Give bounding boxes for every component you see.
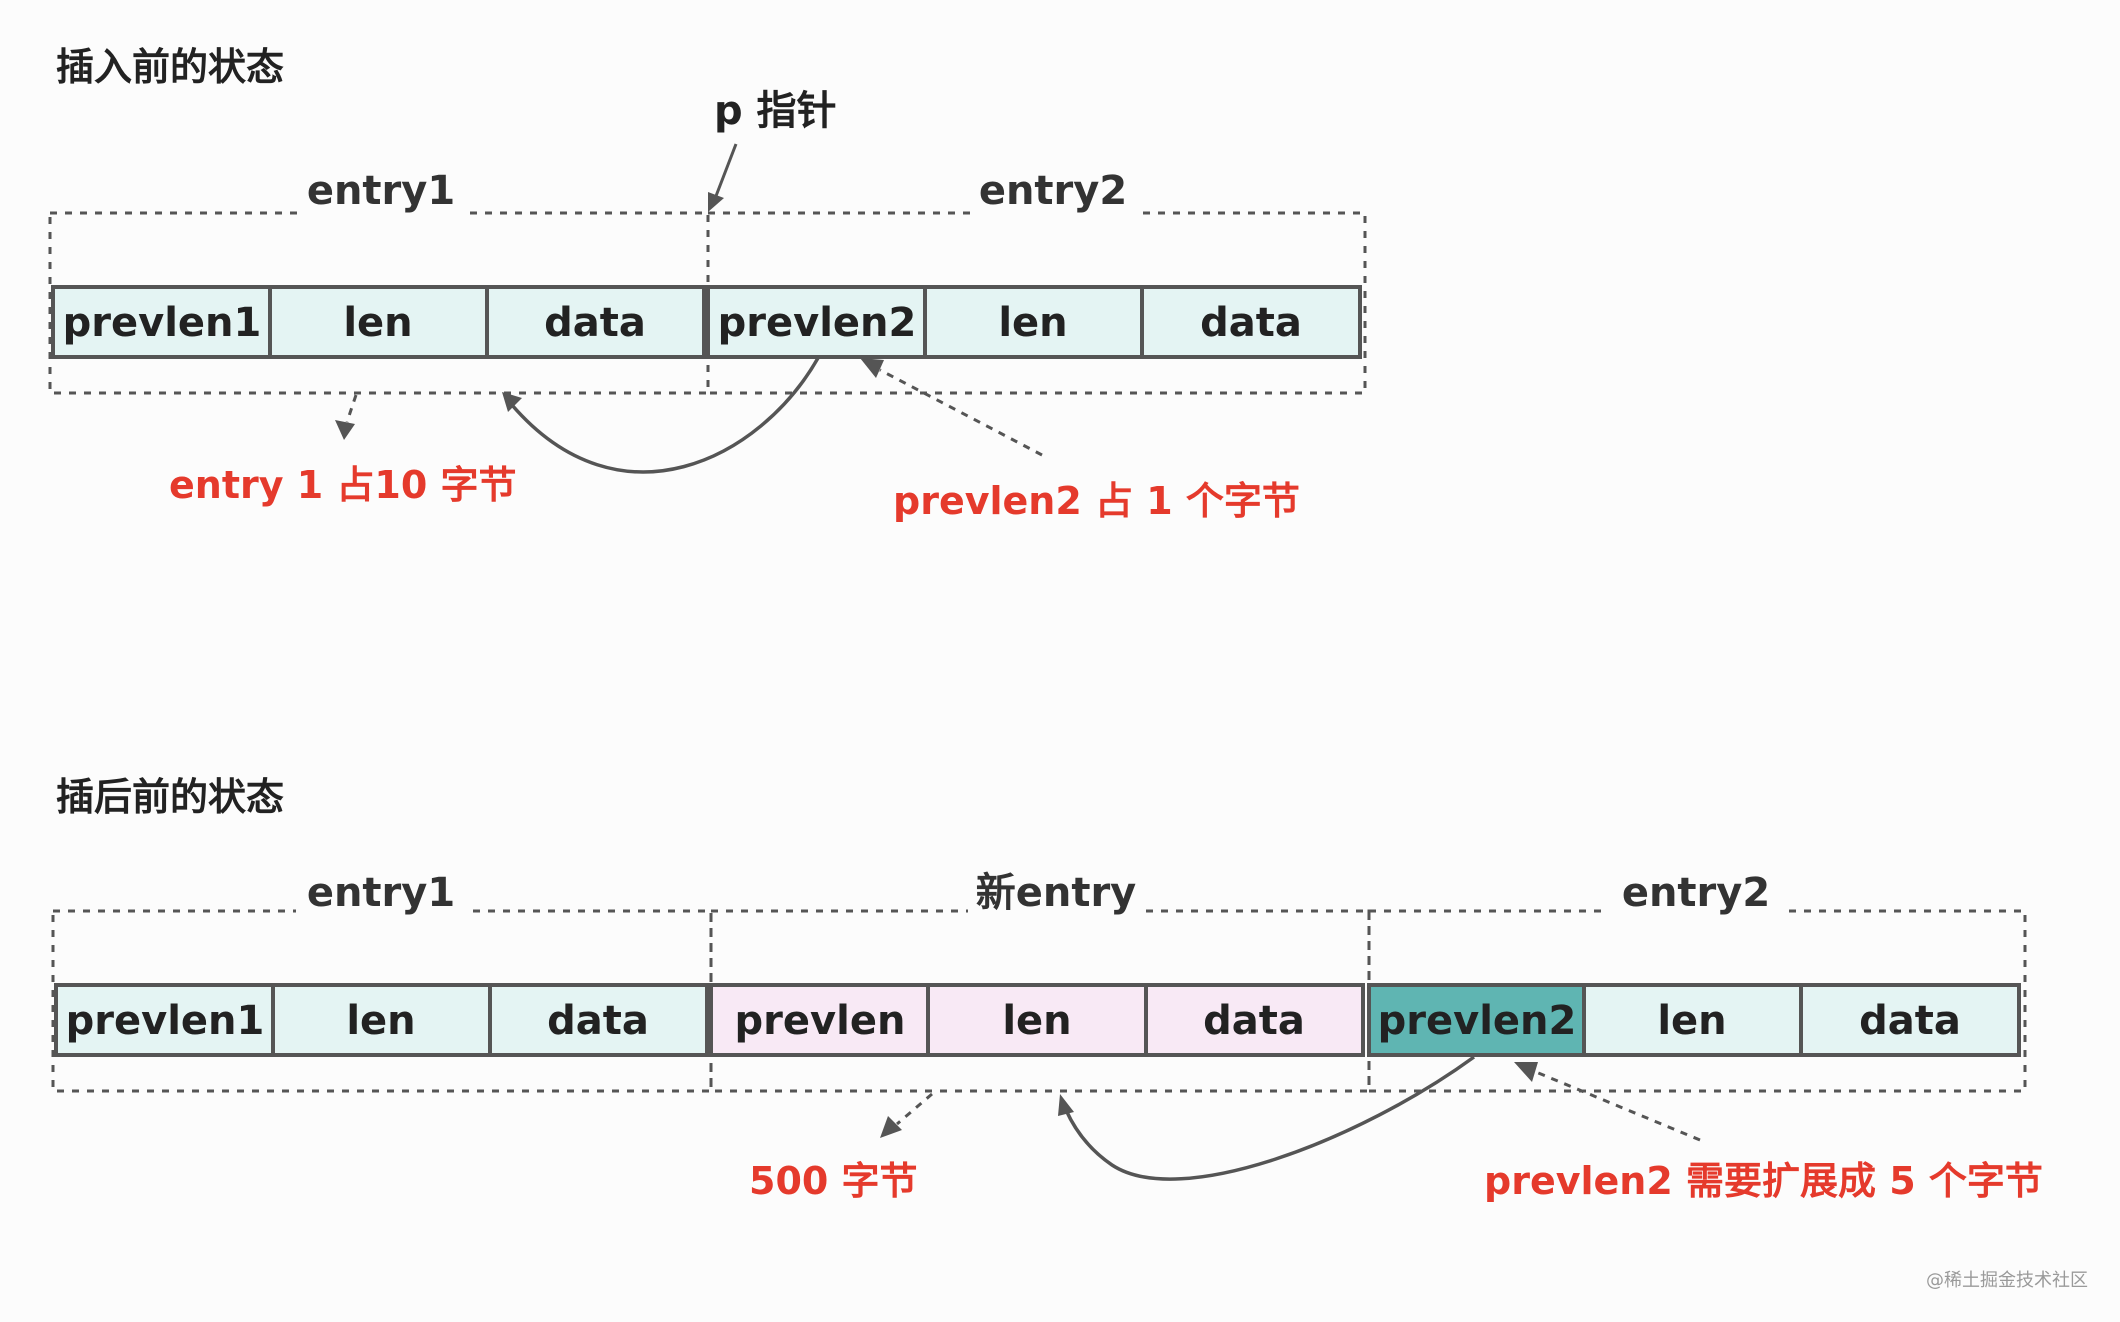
after-cell-len-2 — [1582, 983, 1803, 1057]
before-heading: 插入前的状态 — [56, 45, 284, 89]
after-entry1-label-bg — [296, 893, 468, 927]
after-cell-new-data — [1144, 983, 1365, 1057]
pointer-arrow-head — [708, 192, 724, 212]
after-entry2-label: entry2 — [1622, 870, 1770, 916]
after-new-entry-size-note: 500 字节 — [749, 1159, 918, 1203]
after-cell-prevlen2-label: prevlen2 — [1378, 998, 1577, 1044]
after-prevlen2-backref-arrow-head — [1058, 1094, 1074, 1116]
pointer-arrow — [714, 143, 738, 197]
after-prevlen2-expand-note: prevlen2 需要扩展成 5 个字节 — [1484, 1159, 2043, 1203]
before-cell-len-2-label: len — [998, 300, 1067, 346]
before-entry1-label: entry1 — [307, 168, 455, 214]
before-cell-prevlen2 — [706, 285, 927, 359]
after-cell-len-1-label: len — [346, 998, 415, 1044]
after-new-entry-label: 新entry — [976, 870, 1137, 916]
before-cells-row: prevlen1 len data prevlen2 len data — [51, 285, 1362, 359]
before-entry1-note-arrow — [345, 394, 358, 423]
before-cell-data-1 — [485, 285, 706, 359]
before-cell-prevlen1-label: prevlen1 — [63, 300, 262, 346]
after-cell-new-len-label: len — [1002, 998, 1071, 1044]
before-prevlen2-backref-arrow-head — [502, 392, 522, 412]
after-cells-row: prevlen1 len data prevlen len data prevl… — [54, 983, 2021, 1057]
after-cell-data-1 — [488, 983, 709, 1057]
before-cell-prevlen1 — [51, 285, 272, 359]
after-new-entry-note-arrow-head — [880, 1116, 902, 1138]
after-cell-new-prevlen-label: prevlen — [735, 998, 906, 1044]
before-entry2-label-bg — [970, 195, 1140, 229]
before-cell-len-1-label: len — [343, 300, 412, 346]
before-entry1-note-arrow-head — [335, 420, 355, 440]
after-cell-data-1-label: data — [547, 998, 649, 1044]
pointer-label: p 指针 — [714, 88, 837, 134]
after-cell-new-len — [926, 983, 1148, 1057]
after-cell-len-2-label: len — [1657, 998, 1726, 1044]
after-entry1-label: entry1 — [307, 870, 455, 916]
before-cell-data-1-label: data — [544, 300, 646, 346]
after-prevlen2-note-arrow-head — [1514, 1062, 1538, 1082]
after-heading: 插后前的状态 — [56, 775, 284, 819]
before-prevlen2-note-arrow — [879, 368, 1043, 457]
after-new-entry-label-bg — [968, 893, 1144, 927]
before-prevlen2-size-note: prevlen2 占 1 个字节 — [893, 479, 1300, 523]
before-prevlen2-backref-curve — [510, 357, 820, 474]
before-cell-len-2 — [923, 285, 1144, 359]
after-cell-new-prevlen — [709, 983, 930, 1057]
before-entry1-size-note: entry 1 占10 字节 — [169, 463, 517, 507]
after-cell-new-data-label: data — [1203, 998, 1305, 1044]
after-cell-len-1 — [271, 983, 492, 1057]
after-new-entry-note-arrow — [896, 1092, 933, 1126]
after-prevlen2-note-arrow — [1535, 1070, 1701, 1142]
watermark: @稀土掘金技术社区 — [1926, 1270, 2088, 1291]
before-entry2-label: entry2 — [979, 168, 1127, 214]
after-cell-data-2-label: data — [1859, 998, 1961, 1044]
before-prevlen2-note-arrow-head — [860, 358, 884, 378]
before-cell-prevlen2-label: prevlen2 — [718, 300, 917, 346]
after-cell-prevlen1-label: prevlen1 — [66, 998, 265, 1044]
after-cell-data-2 — [1799, 983, 2021, 1057]
after-cell-prevlen2 — [1367, 983, 1586, 1057]
before-cell-data-2 — [1140, 285, 1362, 359]
before-cell-data-2-label: data — [1200, 300, 1302, 346]
before-entry1-label-bg — [298, 195, 468, 229]
after-prevlen2-backref-curve — [1064, 1055, 1476, 1181]
after-entry2-label-bg — [1608, 893, 1784, 927]
